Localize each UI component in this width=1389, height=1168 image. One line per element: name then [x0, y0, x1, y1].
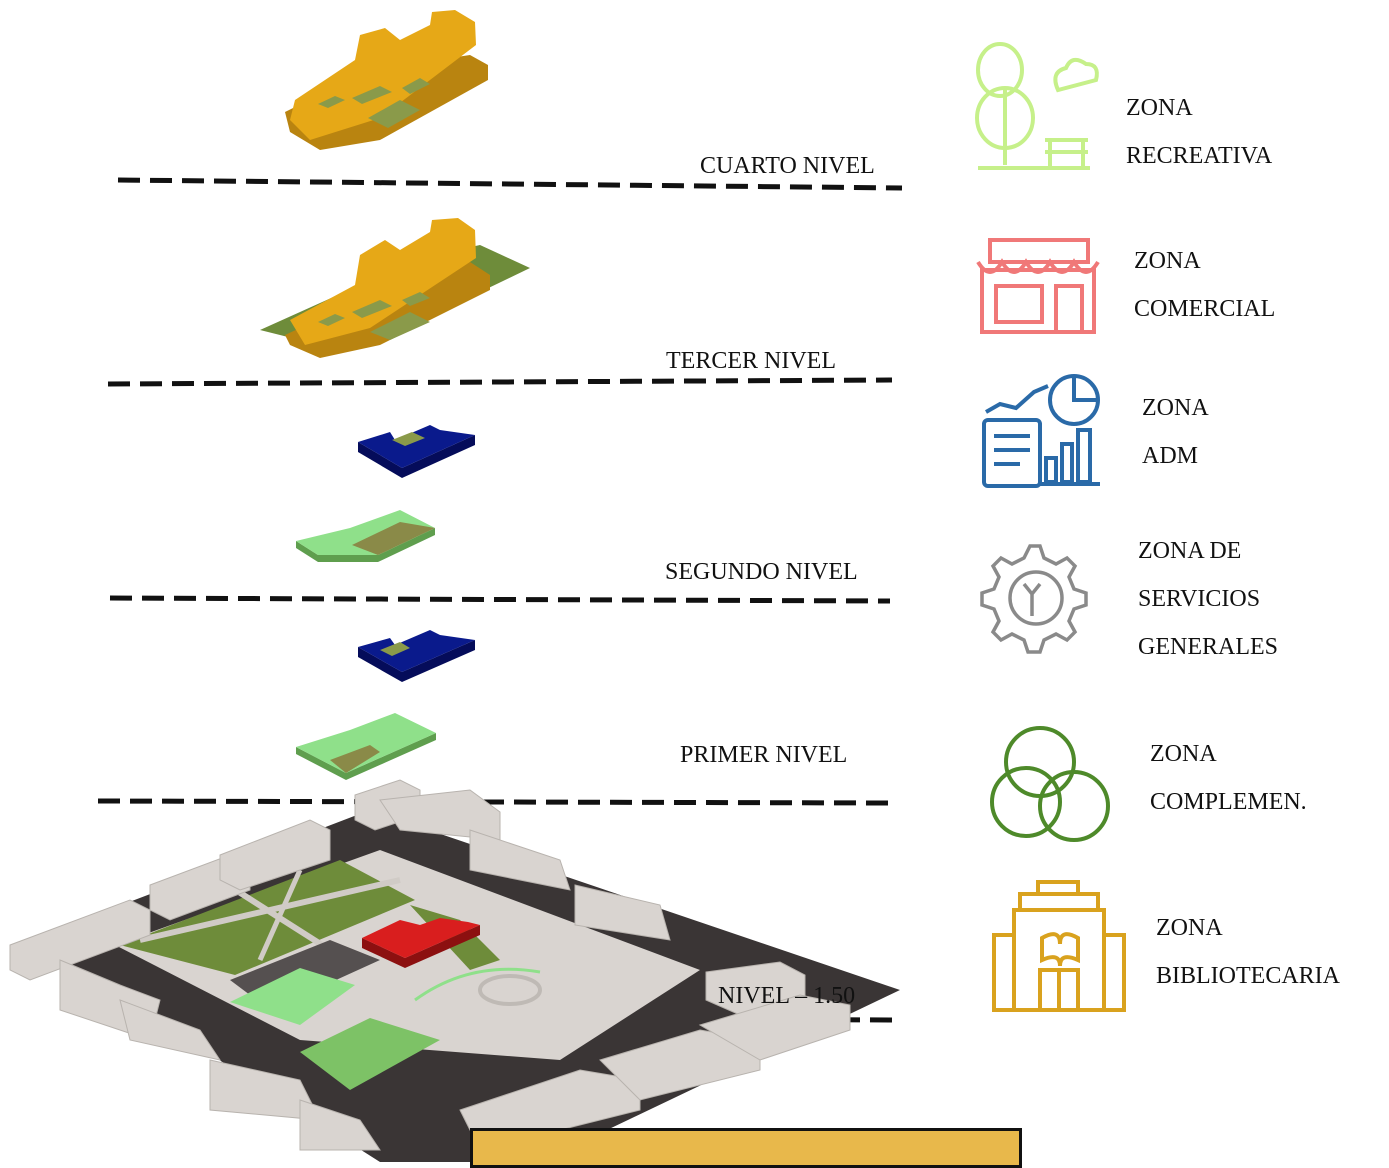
tercer-level-label: TERCER NIVEL — [666, 348, 836, 374]
legend-adm-line1: ZONA — [1142, 395, 1209, 421]
complementary-slab-upper — [296, 510, 435, 562]
legend-comercial: ZONA COMERCIAL — [1134, 237, 1275, 333]
cuarto-level-slab — [285, 10, 488, 150]
legend-bibliotecaria: ZONA BIBLIOTECARIA — [1156, 904, 1340, 1000]
cuarto-level-line — [117, 177, 903, 191]
legend-recreativa: ZONA RECREATIVA — [1126, 84, 1272, 180]
segundo-level-label: SEGUNDO NIVEL — [665, 559, 858, 585]
title-box — [470, 1128, 1022, 1168]
venn-circles-icon — [990, 726, 1110, 842]
tercer-level-slab — [260, 218, 530, 358]
tercer-level-line — [107, 377, 893, 387]
legend-servicios-line1: ZONA DE — [1138, 538, 1242, 564]
legend-servicios: ZONA DE SERVICIOS GENERALES — [1138, 527, 1278, 671]
legend-servicios-line2: SERVICIOS — [1138, 586, 1261, 612]
legend-bibliotecaria-line2: BIBLIOTECARIA — [1156, 963, 1340, 989]
admin-slab-lower — [358, 630, 475, 682]
primer-level-line — [97, 798, 891, 806]
base-site-model — [9, 779, 900, 1162]
level-lines — [97, 177, 903, 1023]
legend-recreativa-line1: ZONA — [1126, 95, 1193, 121]
store-awning-icon — [976, 238, 1100, 334]
segundo-level-line — [109, 595, 891, 604]
base-level-label: NIVEL – 1.50 — [718, 983, 856, 1009]
primer-level-label: PRIMER NIVEL — [680, 742, 848, 768]
legend-complementaria-line1: ZONA — [1150, 741, 1217, 767]
legend-adm-line2: ADM — [1142, 443, 1199, 469]
legend-bibliotecaria-line1: ZONA — [1156, 915, 1223, 941]
legend-complementaria-line2: COMPLEMEN. — [1150, 789, 1307, 815]
legend-comercial-line1: ZONA — [1134, 248, 1201, 274]
legend-recreativa-line2: RECREATIVA — [1126, 143, 1273, 169]
legend-servicios-line3: GENERALES — [1138, 634, 1278, 660]
library-building-icon — [992, 880, 1126, 1012]
legend-adm: ZONA ADM — [1142, 384, 1209, 480]
gear-wrench-icon — [980, 544, 1088, 654]
complementary-slab-lower — [296, 713, 436, 780]
admin-slab-upper — [358, 425, 475, 478]
cuarto-level-label: CUARTO NIVEL — [700, 153, 875, 179]
legend-complementaria: ZONA COMPLEMEN. — [1150, 730, 1307, 826]
legend-comercial-line2: COMERCIAL — [1134, 296, 1276, 322]
analytics-report-icon — [982, 374, 1100, 488]
park-tree-bench-icon — [975, 42, 1099, 170]
